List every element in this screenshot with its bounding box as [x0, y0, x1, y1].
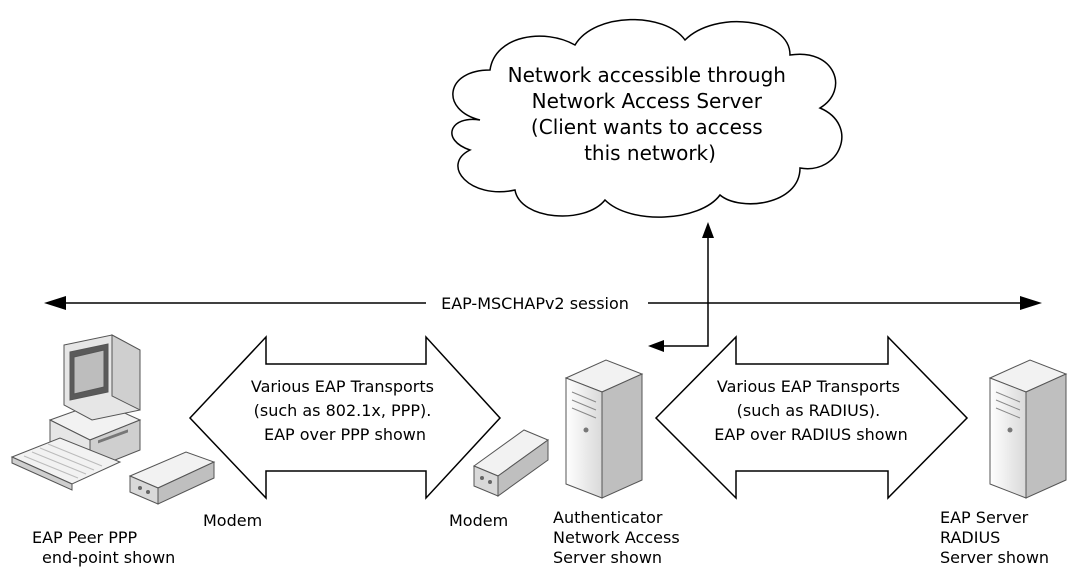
- svg-text:Network accessible through: Network accessible through Network Acces…: [508, 63, 793, 165]
- right-transport-arrow: Various EAP Transports (such as RADIUS).…: [654, 335, 969, 500]
- session-arrowhead-right: [1020, 296, 1042, 310]
- authenticator-label-line-3: Server shown: [553, 548, 662, 567]
- eap-server-label-line-2: RADIUS: [940, 528, 1000, 547]
- session-label-backdrop: [439, 293, 631, 314]
- session-arrowhead-left: [44, 296, 66, 310]
- right-transport-line-1: Various EAP Transports: [717, 377, 900, 396]
- network-cloud: Network accessible through Network Acces…: [451, 18, 843, 218]
- arrowhead-up: [702, 222, 714, 238]
- svg-text:Various EAP Transports (: Various EAP Transports (such as 802.1x, …: [251, 377, 439, 444]
- cloud-text-line-3: (Client wants to access: [531, 115, 763, 139]
- cloud-connector: [648, 222, 714, 352]
- arrowhead-left: [648, 340, 664, 352]
- cloud-text-line-4: this network): [584, 141, 716, 165]
- left-transport-line-3: EAP over PPP shown: [264, 425, 426, 444]
- peer-computer-icon: [10, 334, 142, 491]
- peer-label: EAP Peer PPP end-point shown: [32, 528, 175, 567]
- right-modem-label: Modem: [449, 511, 508, 530]
- session-line: EAP-MSCHAPv2 session: [44, 293, 1042, 314]
- peer-label-line-2: end-point shown: [42, 548, 175, 567]
- right-transport-line-3: EAP over RADIUS shown: [714, 425, 907, 444]
- left-transport-line-1: Various EAP Transports: [251, 377, 434, 396]
- eap-server-label-line-3: Server shown: [940, 548, 1049, 567]
- session-label: EAP-MSCHAPv2 session: [441, 294, 629, 313]
- cloud-text-line-2: Network Access Server: [532, 89, 763, 113]
- peer-label-line-1: EAP Peer PPP: [32, 528, 138, 547]
- right-modem-icon: [472, 429, 550, 497]
- authenticator-label-line-1: Authenticator: [553, 508, 663, 527]
- left-modem-label: Modem: [203, 511, 262, 530]
- left-transport-arrow: Various EAP Transports (such as 802.1x, …: [188, 335, 502, 500]
- authenticator-server-icon: [564, 359, 644, 499]
- eap-server-label-line-1: EAP Server: [940, 508, 1029, 527]
- cloud-shape: [451, 18, 843, 218]
- authenticator-label: Authenticator Network Access Server show…: [553, 508, 685, 567]
- left-transport-line-2: (such as 802.1x, PPP).: [254, 401, 432, 420]
- right-transport-line-2: (such as RADIUS).: [737, 401, 881, 420]
- eap-server-label: EAP Server RADIUS Server shown: [940, 508, 1049, 567]
- authenticator-label-line-2: Network Access: [553, 528, 680, 547]
- left-modem-icon: [128, 451, 216, 505]
- eap-server-icon: [988, 359, 1068, 499]
- svg-text:Various EAP Transports (: Various EAP Transports (such as RADIUS).…: [714, 377, 907, 444]
- cloud-text-line-1: Network accessible through: [508, 63, 786, 87]
